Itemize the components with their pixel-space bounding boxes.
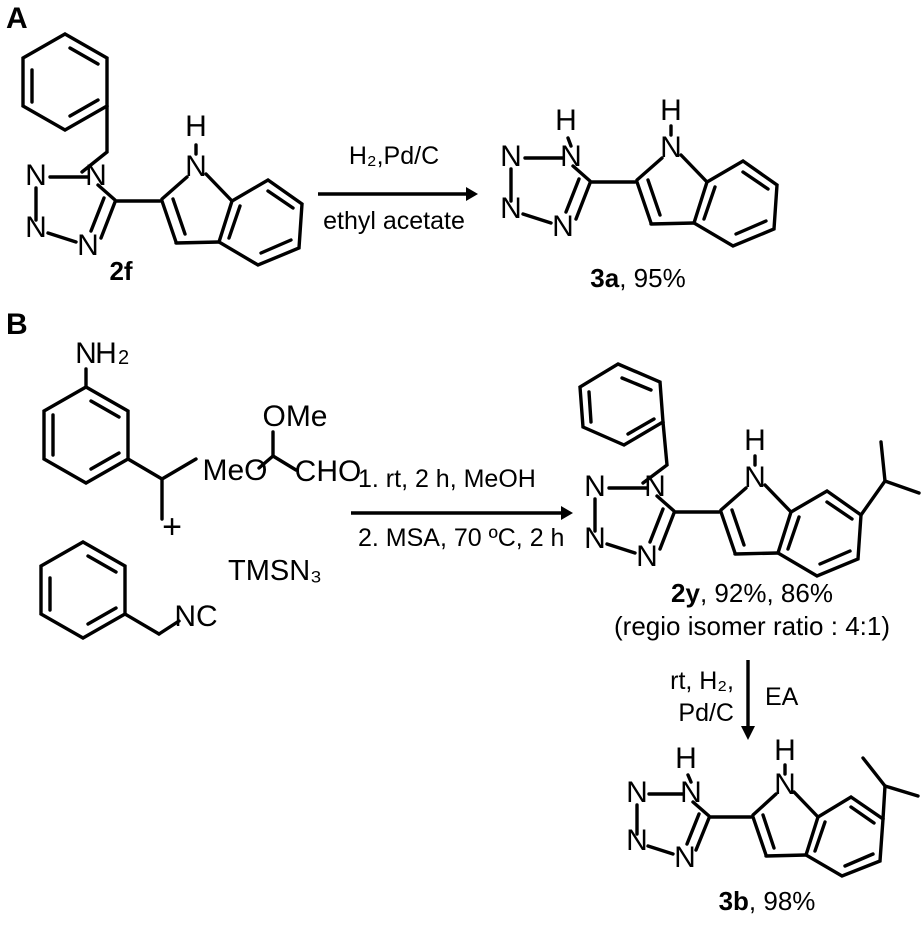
svg-text:N: N: [77, 229, 99, 262]
conditions-below-arrow-a: ethyl acetate: [323, 207, 465, 235]
benzene-ring-isocyanide: [39, 540, 127, 640]
svg-text:N: N: [660, 131, 682, 164]
svg-text:N: N: [75, 337, 97, 370]
svg-text:N: N: [636, 540, 658, 573]
svg-text:N: N: [552, 210, 574, 243]
svg-text:N: N: [774, 768, 796, 801]
down-arrow-conditions-line2: Pd/C: [678, 699, 734, 727]
down-arrow-solvent: EA: [765, 683, 799, 711]
label-3b-yield: , 98%: [748, 886, 816, 916]
conditions-step2-arrow-b: 2. MSA, 70 ºC, 2 h: [358, 524, 565, 552]
svg-text:N: N: [626, 776, 648, 809]
svg-text:H: H: [744, 424, 766, 457]
panel-b-letter: B: [6, 308, 28, 341]
ome-label: OMe: [262, 400, 327, 433]
svg-text:N: N: [584, 522, 606, 555]
nc-label: NC: [174, 600, 217, 633]
svg-text:N: N: [584, 470, 606, 503]
svg-text:H: H: [774, 734, 796, 767]
molecule-isopropylaniline: N H 2: [42, 337, 198, 521]
indole-3a: N H: [635, 94, 779, 248]
conditions-step1-arrow-b: 1. rt, 2 h, MeOH: [358, 465, 536, 493]
indole-3b: N H: [751, 734, 885, 878]
tetrazole-ring-2y: N N N N: [584, 470, 721, 573]
svg-text:N: N: [626, 824, 648, 857]
label-3b: 3b, 98%: [719, 888, 816, 914]
svg-text:H: H: [675, 742, 697, 775]
molecule-2f: N N N N N H: [21, 32, 304, 267]
reaction-arrow-a: [318, 187, 478, 201]
meo-label: MeO: [202, 454, 267, 487]
benzyl-ch2-2f: [80, 104, 109, 174]
svg-text:H: H: [95, 337, 117, 370]
svg-text:H: H: [555, 104, 577, 137]
indole-2y: N H: [719, 424, 863, 578]
svg-text:N: N: [680, 776, 702, 809]
benzyl-ch2-2y: [641, 420, 669, 485]
svg-text:N: N: [744, 461, 766, 494]
tmsn3-label: TMSN₃: [228, 555, 322, 587]
svg-text:N: N: [560, 140, 582, 173]
label-3b-bold: 3b: [718, 886, 749, 916]
label-3a-yield: , 95%: [619, 263, 686, 293]
ch2-isocyanide: [123, 612, 161, 636]
svg-text:N: N: [25, 159, 47, 192]
panel-a-letter: A: [6, 2, 28, 35]
indole-2f: N H: [160, 110, 304, 267]
tetrazole-ring-3a: N H N N N: [500, 104, 637, 243]
svg-text:2: 2: [118, 347, 129, 369]
phenyl-ring-2f: [21, 32, 109, 132]
molecule-dimethoxyacetaldehyde: OMe MeO CHO: [202, 400, 362, 488]
label-2y-bold: 2y: [671, 578, 700, 608]
molecule-3a: N H N N N N H: [500, 94, 779, 248]
down-arrow-conditions-line1: rt, H₂,: [670, 667, 734, 695]
tetrazole-ring-2f: N N N N: [25, 159, 162, 262]
svg-text:H: H: [660, 94, 682, 127]
svg-text:N: N: [85, 159, 107, 192]
cho-label: CHO: [295, 455, 362, 488]
label-3a: 3a, 95%: [590, 265, 685, 291]
isopropyl-group-2y: [859, 440, 921, 517]
svg-text:N: N: [674, 841, 696, 874]
label-2y: 2y, 92%, 86%: [671, 580, 833, 606]
svg-text:N: N: [644, 470, 666, 503]
plus-sign-reagents: +: [162, 508, 182, 546]
label-3a-bold: 3a: [590, 263, 620, 293]
molecule-2y: N N N N N H: [578, 362, 921, 578]
svg-text:N: N: [25, 211, 47, 244]
conditions-above-arrow-a: H₂,Pd/C: [348, 142, 440, 170]
label-2y-regio-note: (regio isomer ratio : 4:1): [614, 611, 890, 641]
isopropyl-group-aniline: [126, 457, 198, 521]
molecule-benzyl-isocyanide: NC: [39, 540, 218, 640]
isopropyl-group-3b: [861, 756, 920, 821]
benzene-ring-aniline: [42, 385, 130, 485]
svg-text:N: N: [500, 192, 522, 225]
svg-text:N: N: [500, 140, 522, 173]
reaction-arrow-b: [351, 506, 573, 520]
molecule-3b: N H N N N N H: [626, 734, 920, 878]
label-2f: 2f: [109, 256, 133, 286]
tetrazole-ring-3b: N H N N N: [626, 742, 753, 874]
svg-text:H: H: [185, 110, 207, 143]
phenyl-ring-2y: [578, 362, 665, 447]
label-2y-yields: , 92%, 86%: [699, 578, 833, 608]
svg-text:N: N: [185, 150, 207, 183]
down-arrow-b: [741, 660, 755, 740]
